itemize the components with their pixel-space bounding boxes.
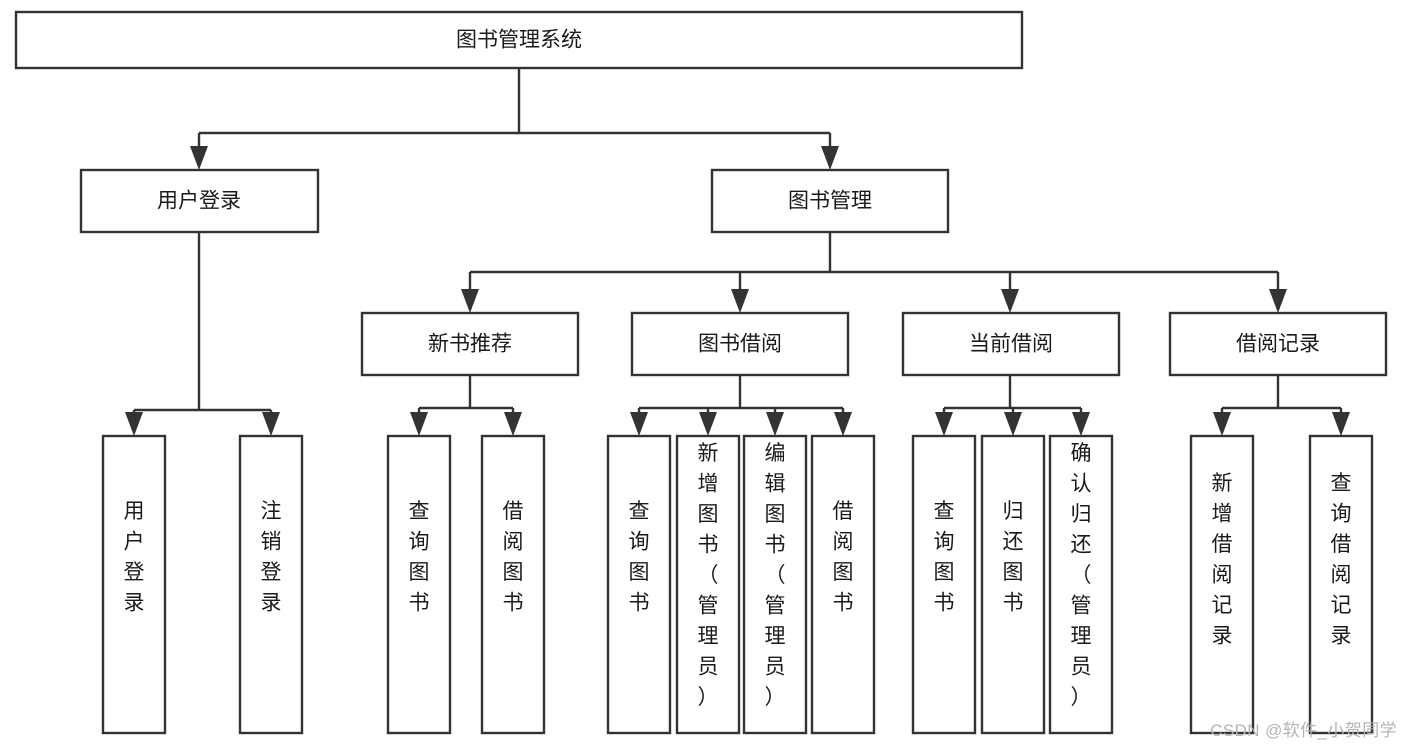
node-book-manage-box[interactable]: [710, 168, 950, 234]
node-leaf-user-login-box[interactable]: [101, 434, 167, 735]
arrow-head-leaf-add-book: [699, 412, 717, 436]
node-leaf-borrow-book-2-box[interactable]: [810, 434, 876, 735]
arrow-head-leaf-edit-book: [766, 412, 784, 436]
node-leaf-edit-book-box[interactable]: [742, 434, 808, 735]
node-current-borrow[interactable]: 当前借阅: [901, 311, 1121, 377]
node-leaf-logout-label: 注销登录: [261, 500, 282, 615]
node-leaf-add-book-label: 新增图书（管理员）: [698, 442, 719, 709]
node-leaf-query-record-box[interactable]: [1308, 434, 1374, 735]
node-leaf-query-book-2[interactable]: 查询图书: [606, 434, 672, 735]
arrow-head-borrow-record: [1269, 289, 1287, 313]
arrow-head-book-manage: [821, 146, 839, 170]
arrow-head-leaf-user-login: [125, 412, 143, 436]
arrow-head-leaf-query-book-2: [630, 412, 648, 436]
arrow-head-current-borrow: [1001, 289, 1019, 313]
node-leaf-logout-box[interactable]: [238, 434, 304, 735]
connector-group-current-borrow: [935, 375, 1090, 436]
arrow-head-user-login: [190, 146, 208, 170]
node-root-label: 图书管理系统: [456, 29, 582, 52]
arrow-head-new-book-recommend: [461, 289, 479, 313]
node-leaf-query-book-1-box[interactable]: [386, 434, 452, 735]
connector-group-user-login: [125, 232, 280, 436]
node-leaf-add-book[interactable]: 新增图书（管理员）: [675, 434, 741, 735]
arrow-head-leaf-add-record: [1213, 412, 1231, 436]
node-book-manage-label: 图书管理: [788, 190, 872, 213]
node-new-book-recommend-box[interactable]: [360, 311, 580, 377]
node-user-login-label: 用户登录: [157, 190, 241, 213]
arrow-head-leaf-borrow-book-1: [504, 412, 522, 436]
node-leaf-query-book-2-box[interactable]: [606, 434, 672, 735]
arrow-head-leaf-query-record: [1332, 412, 1350, 436]
node-root[interactable]: 图书管理系统: [14, 10, 1024, 70]
node-leaf-query-book-3[interactable]: 查询图书: [911, 434, 977, 735]
node-leaf-query-book-1-label: 查询图书: [409, 500, 430, 615]
node-root-box[interactable]: [14, 10, 1024, 70]
node-leaf-add-record[interactable]: 新增借阅记录: [1189, 434, 1255, 735]
node-leaf-borrow-book-2[interactable]: 借阅图书: [810, 434, 876, 735]
node-borrow-record-box[interactable]: [1168, 311, 1388, 377]
arrow-head-leaf-return-book: [1004, 412, 1022, 436]
node-leaf-borrow-book-1[interactable]: 借阅图书: [480, 434, 546, 735]
node-user-login-box[interactable]: [79, 168, 320, 234]
node-leaf-return-book[interactable]: 归还图书: [980, 434, 1046, 735]
arrow-head-leaf-logout: [262, 412, 280, 436]
csdn-watermark: CSDN @软件_小贺同学: [1210, 721, 1397, 740]
node-book-borrow-label: 图书借阅: [698, 333, 782, 356]
node-leaf-user-login[interactable]: 用户登录: [101, 434, 167, 735]
node-leaf-query-book-1[interactable]: 查询图书: [386, 434, 452, 735]
node-borrow-record-label: 借阅记录: [1236, 333, 1320, 356]
node-new-book-recommend[interactable]: 新书推荐: [360, 311, 580, 377]
node-borrow-record[interactable]: 借阅记录: [1168, 311, 1388, 377]
node-book-manage[interactable]: 图书管理: [710, 168, 950, 234]
connector-group-root: [190, 68, 839, 170]
node-book-borrow-box[interactable]: [630, 311, 850, 377]
arrow-head-leaf-borrow-book-2: [834, 412, 852, 436]
node-new-book-recommend-label: 新书推荐: [428, 333, 512, 356]
connector-group-book-manage: [461, 232, 1287, 313]
node-leaf-confirm-return-box[interactable]: [1048, 434, 1114, 735]
node-leaf-add-record-box[interactable]: [1189, 434, 1255, 735]
connector-group-book-borrow: [630, 375, 852, 436]
node-leaf-user-login-label: 用户登录: [124, 500, 145, 615]
connector-group-borrow-record: [1213, 375, 1350, 436]
arrow-head-leaf-query-book-1: [410, 412, 428, 436]
arrow-head-book-borrow: [731, 289, 749, 313]
node-leaf-add-record-label: 新增借阅记录: [1212, 472, 1233, 648]
node-leaf-borrow-book-2-label: 借阅图书: [833, 500, 854, 615]
node-leaf-confirm-return[interactable]: 确认归还（管理员）: [1048, 434, 1114, 735]
arrow-head-leaf-confirm-return: [1072, 412, 1090, 436]
node-leaf-edit-book[interactable]: 编辑图书（管理员）: [742, 434, 808, 735]
node-leaf-borrow-book-1-box[interactable]: [480, 434, 546, 735]
node-leaf-logout[interactable]: 注销登录: [238, 434, 304, 735]
node-current-borrow-label: 当前借阅: [969, 333, 1053, 356]
node-leaf-add-book-box[interactable]: [675, 434, 741, 735]
node-leaf-edit-book-label: 编辑图书（管理员）: [765, 442, 786, 709]
connector-group-new-book-recommend: [410, 375, 522, 436]
node-leaf-confirm-return-label: 确认归还（管理员）: [1071, 442, 1092, 709]
node-leaf-borrow-book-1-label: 借阅图书: [503, 500, 524, 615]
node-leaf-query-book-3-label: 查询图书: [934, 500, 955, 615]
node-leaf-query-book-2-label: 查询图书: [629, 500, 650, 615]
node-leaf-query-record-label: 查询借阅记录: [1331, 472, 1352, 648]
node-book-borrow[interactable]: 图书借阅: [630, 311, 850, 377]
node-leaf-query-record[interactable]: 查询借阅记录: [1308, 434, 1374, 735]
node-leaf-return-book-box[interactable]: [980, 434, 1046, 735]
node-leaf-query-book-3-box[interactable]: [911, 434, 977, 735]
node-current-borrow-box[interactable]: [901, 311, 1121, 377]
node-user-login[interactable]: 用户登录: [79, 168, 320, 234]
node-leaf-return-book-label: 归还图书: [1003, 500, 1024, 615]
arrow-head-leaf-query-book-3: [935, 412, 953, 436]
